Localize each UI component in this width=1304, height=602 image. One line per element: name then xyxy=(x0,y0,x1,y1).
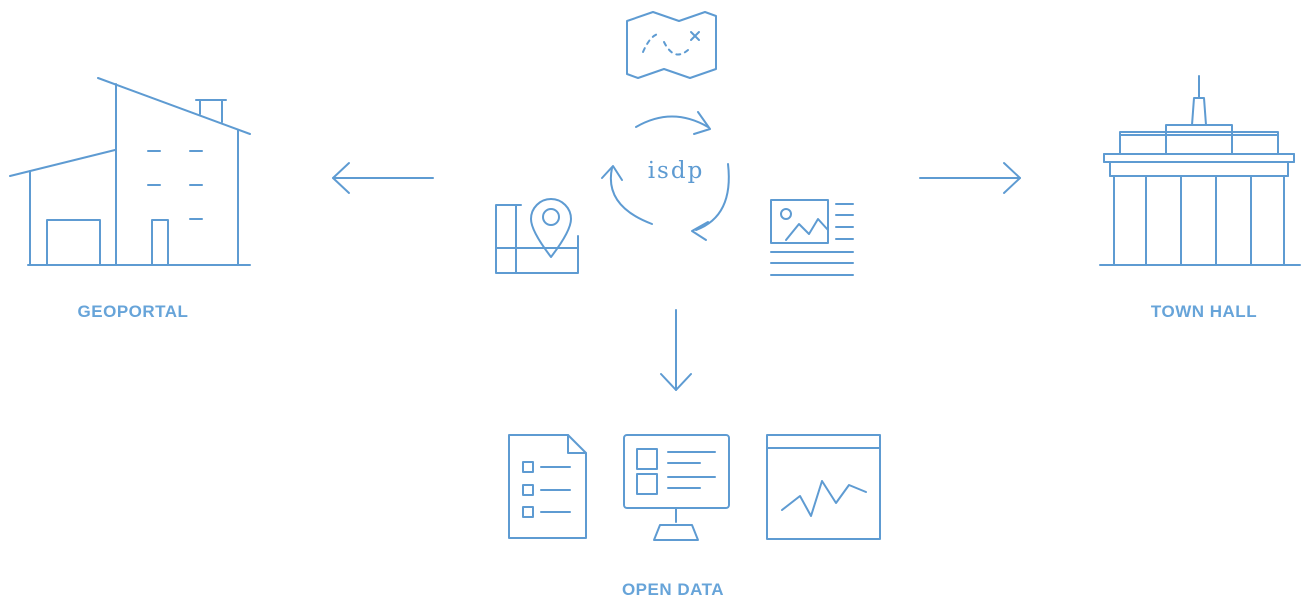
monitor-icon xyxy=(623,434,730,541)
treasure-map-icon xyxy=(626,11,717,79)
geoportal-label: GEOPORTAL xyxy=(77,302,189,321)
town-hall-icon xyxy=(1099,75,1301,266)
town-hall-label: TOWN HALL xyxy=(1150,302,1258,321)
arrow-right-icon xyxy=(919,162,1021,194)
article-image-icon xyxy=(770,199,854,276)
arrow-down-icon xyxy=(660,309,692,391)
isdp-center-label: isdp xyxy=(647,158,705,184)
document-checklist-icon xyxy=(508,434,587,539)
cycle-arrows-icon xyxy=(601,111,730,241)
map-pin-icon xyxy=(495,198,579,274)
arrow-left-icon xyxy=(332,162,434,194)
house-icon xyxy=(9,77,251,266)
open-data-label: OPEN DATA xyxy=(621,580,725,599)
chart-window-icon xyxy=(766,434,881,540)
